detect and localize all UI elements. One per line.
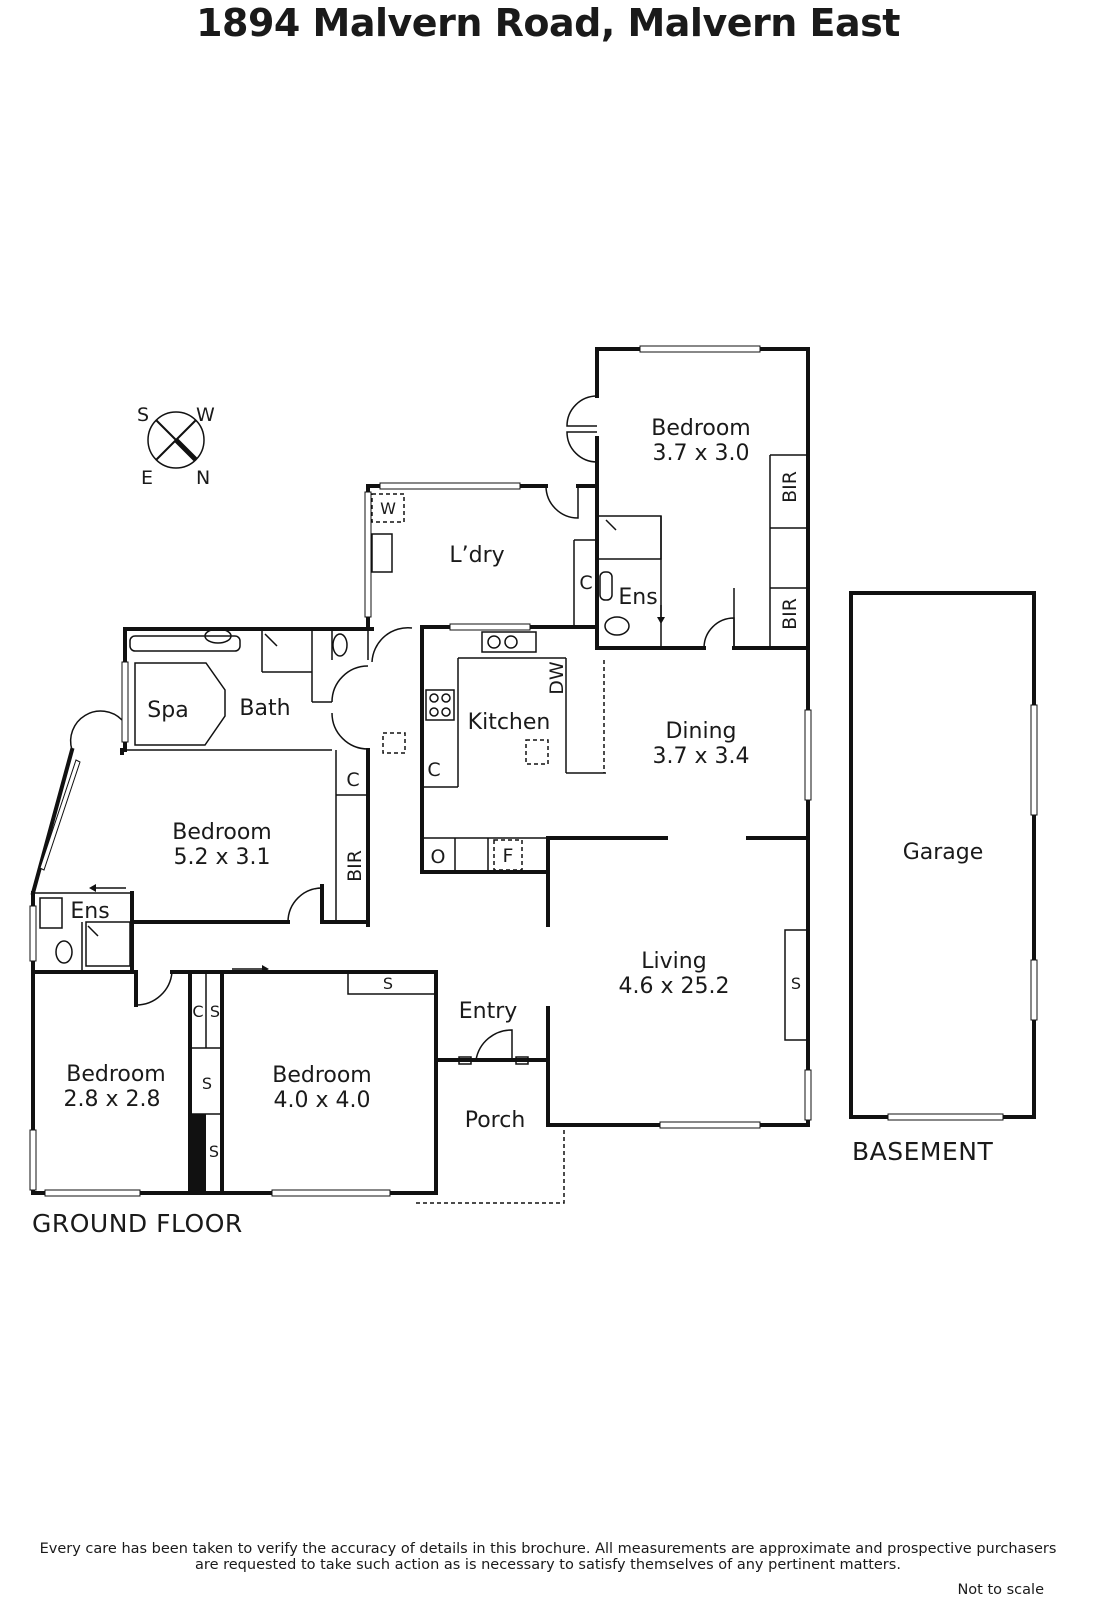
floor-label-basement: BASEMENT [852, 1137, 993, 1166]
fixture-shelf-label: S [383, 974, 393, 993]
room-bedroom-main-dims: 5.2 x 3.1 [174, 845, 271, 870]
room-entry-name: Entry [459, 999, 518, 1024]
windows [29, 345, 812, 1197]
fixture-shelf-label: S [210, 1002, 220, 1021]
fixture-cupboard-label: C [427, 759, 440, 781]
room-bedroom-top-dims: 3.7 x 3.0 [653, 441, 750, 466]
room-ensuite-top-name: Ens [618, 585, 657, 610]
room-bath-name: Bath [239, 696, 290, 721]
room-bedroom-small-name: Bedroom [66, 1062, 166, 1087]
toilet-icon [604, 616, 630, 636]
trough-icon [371, 533, 393, 573]
basin-icon [39, 897, 63, 929]
compass-n: N [196, 467, 210, 489]
room-dining-dims: 3.7 x 3.4 [653, 744, 750, 769]
washer-icon [371, 493, 405, 523]
room-garage-name: Garage [903, 840, 984, 865]
fixtures [39, 493, 665, 1065]
room-spa-name: Spa [147, 698, 188, 723]
room-porch-name: Porch [465, 1108, 526, 1133]
disclaimer-line-1: Every care has been taken to verify the … [39, 1541, 1057, 1557]
room-living-name: Living [641, 949, 706, 974]
fixture-bir-label: BIR [344, 850, 366, 882]
fixture-dishwasher-label: DW [546, 661, 568, 695]
fixture-cupboard-label: C [346, 769, 359, 791]
room-laundry-name: L’dry [449, 543, 504, 568]
vanity-icon [129, 635, 241, 652]
compass-s: S [137, 404, 149, 426]
toilet-icon [332, 633, 348, 657]
sink-icon [481, 631, 537, 653]
room-dining-name: Dining [665, 719, 736, 744]
fixture-fridge-label: F [503, 845, 514, 867]
fixture-shelf-label: S [791, 974, 801, 993]
cooktop-icon [425, 689, 455, 721]
fixture-bir-label: BIR [779, 598, 801, 630]
fixture-washer-label: W [380, 499, 396, 518]
fixture-cupboard-label: C [192, 1002, 203, 1021]
fixture-shelf-label: S [202, 1074, 212, 1093]
fixture-shelf-label: S [209, 1142, 219, 1161]
room-bedroom-top-name: Bedroom [651, 416, 751, 441]
toilet-icon [55, 940, 73, 964]
fixture-oven-label: O [431, 846, 446, 868]
fridge-icon [493, 839, 523, 871]
room-kitchen-name: Kitchen [468, 710, 551, 735]
compass-icon [147, 411, 205, 469]
fixture-cupboard-label: C [579, 572, 592, 594]
compass-e: E [141, 467, 153, 489]
disclaimer-line-2: are requested to take such action as is … [195, 1557, 901, 1573]
room-bedroom-mid-dims: 4.0 x 4.0 [274, 1088, 371, 1113]
room-bedroom-small-dims: 2.8 x 2.8 [64, 1087, 161, 1112]
page-title: 1894 Malvern Road, Malvern East [196, 1, 900, 45]
compass-w: W [196, 404, 215, 426]
scale-note: Not to scale [957, 1582, 1044, 1598]
room-bedroom-mid-name: Bedroom [272, 1063, 372, 1088]
floor-label-ground: GROUND FLOOR [32, 1209, 243, 1238]
fixture-bir-label: BIR [779, 471, 801, 503]
room-ensuite-left-name: Ens [70, 899, 109, 924]
room-bedroom-main-name: Bedroom [172, 820, 272, 845]
doors [69, 395, 735, 1061]
room-living-dims: 4.6 x 25.2 [619, 974, 730, 999]
